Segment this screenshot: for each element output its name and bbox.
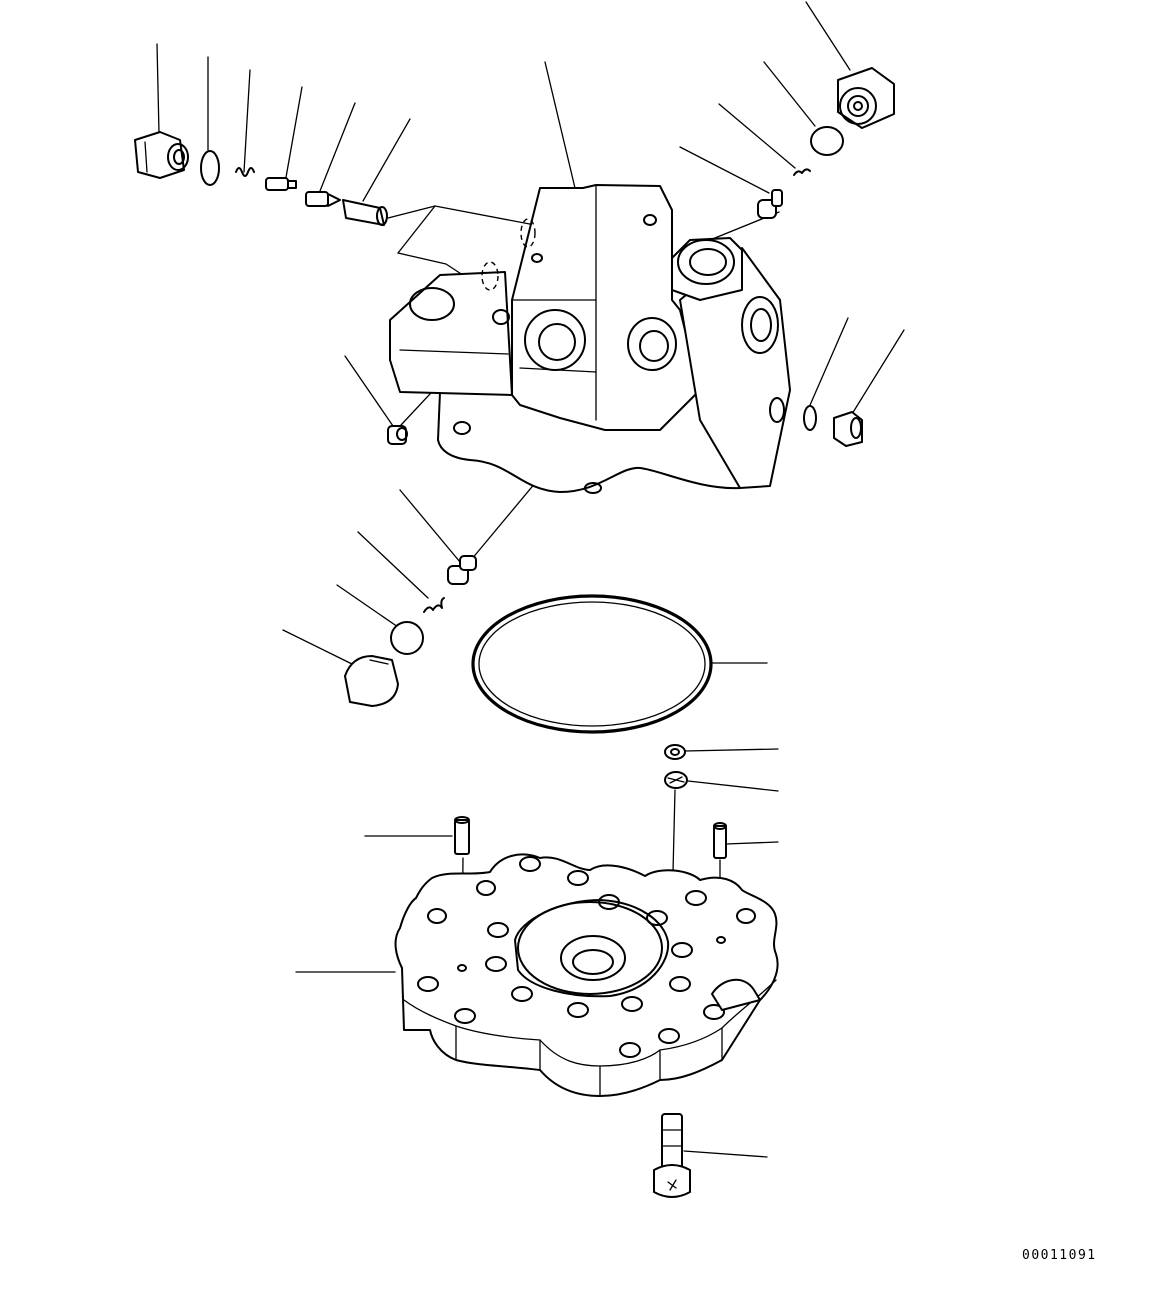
oring-upper-right xyxy=(810,126,844,156)
drawing-number: 00011091 xyxy=(1022,1248,1097,1263)
plug-left-side xyxy=(387,425,408,445)
spring-washer xyxy=(664,771,688,789)
spring-upper-left xyxy=(235,167,255,177)
oring-lower-left xyxy=(390,621,424,655)
spring-lower-left xyxy=(423,597,445,613)
oring-upper-left xyxy=(200,150,220,186)
plug-upper-right xyxy=(837,67,895,129)
poppet-upper-left xyxy=(305,191,341,207)
valve-body xyxy=(389,184,791,494)
valve-upper-left xyxy=(265,177,297,191)
leader-lines xyxy=(156,1,905,1158)
sleeve-upper-left xyxy=(342,199,388,226)
dowel-pin-left xyxy=(454,816,470,855)
washer xyxy=(664,744,686,760)
oring-right-side xyxy=(803,405,817,431)
plug-upper-left xyxy=(134,131,189,179)
valve-plate xyxy=(394,853,779,1097)
dowel-pin-right xyxy=(713,822,727,859)
plug-right-side xyxy=(833,411,863,447)
spring-upper-right xyxy=(793,168,811,176)
oring-large xyxy=(471,594,713,734)
plug-lower-left xyxy=(344,655,399,707)
socket-head-bolt xyxy=(653,1113,691,1198)
poppet-upper-right xyxy=(757,189,783,219)
poppet-lower-left xyxy=(447,555,477,585)
